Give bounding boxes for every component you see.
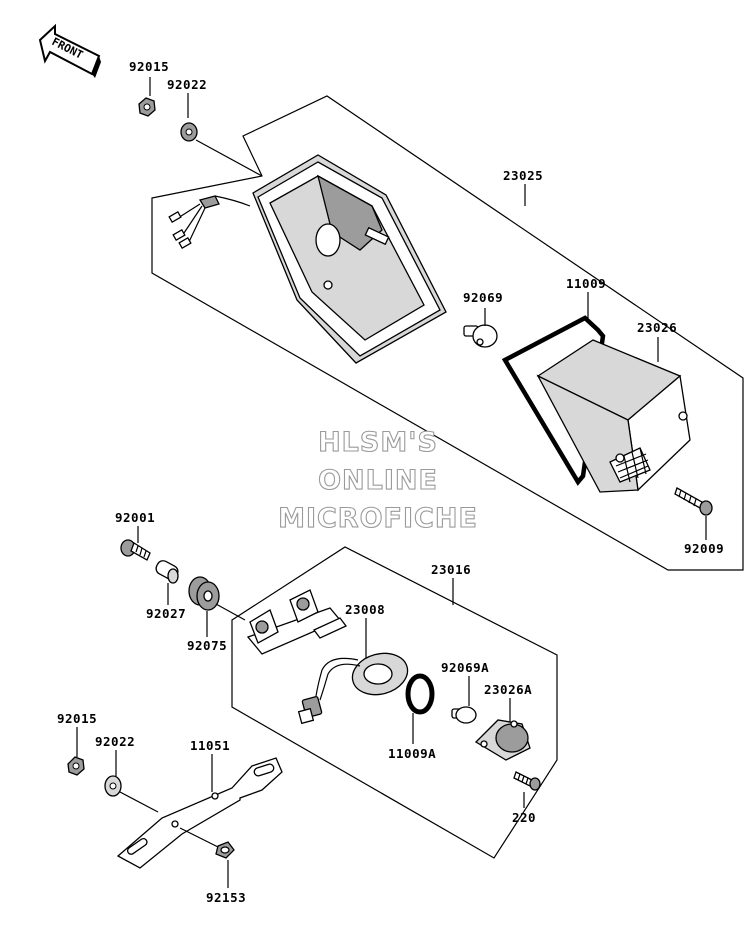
part-label-23008[interactable]: 23008 bbox=[345, 602, 385, 617]
screw-92009-icon bbox=[674, 487, 713, 516]
leader-line bbox=[195, 139, 263, 177]
watermark: HLSM'S ONLINE MICROFICHE bbox=[278, 426, 478, 534]
part-label-92075[interactable]: 92075 bbox=[187, 638, 227, 653]
washer-92022-top-icon bbox=[180, 122, 198, 142]
screw-220-icon bbox=[513, 771, 541, 791]
nut-92015-bottom-icon bbox=[67, 756, 85, 776]
lamp-holder-23008 bbox=[297, 652, 409, 725]
assembly-outline-23025 bbox=[151, 95, 744, 571]
lens-23026A-icon bbox=[474, 719, 531, 761]
collar-92027-icon bbox=[155, 560, 179, 584]
part-label-23025[interactable]: 23025 bbox=[503, 168, 543, 183]
license-light-bracket bbox=[246, 589, 348, 655]
part-label-220[interactable]: 220 bbox=[512, 810, 536, 825]
bulb-icon bbox=[463, 324, 498, 348]
part-label-92015-top[interactable]: 92015 bbox=[129, 59, 169, 74]
part-label-11051[interactable]: 11051 bbox=[190, 738, 230, 753]
watermark-line-3: MICROFICHE bbox=[278, 503, 478, 534]
leader-line bbox=[215, 603, 246, 621]
part-label-23026[interactable]: 23026 bbox=[637, 320, 677, 335]
part-label-11009A[interactable]: 11009A bbox=[388, 746, 436, 761]
grommet-92075-icon bbox=[188, 576, 220, 611]
watermark-line-2: ONLINE bbox=[318, 465, 438, 496]
part-label-92069A[interactable]: 92069A bbox=[441, 660, 489, 675]
watermark-line-1: HLSM'S bbox=[318, 427, 438, 458]
tail-lens bbox=[536, 339, 691, 493]
part-label-11009[interactable]: 11009 bbox=[566, 276, 606, 291]
assembly-outline-23016 bbox=[231, 546, 558, 859]
part-label-92015-bottom[interactable]: 92015 bbox=[57, 711, 97, 726]
nut-92015-top-icon bbox=[138, 97, 156, 117]
part-label-92001[interactable]: 92001 bbox=[115, 510, 155, 525]
part-label-92027[interactable]: 92027 bbox=[146, 606, 186, 621]
gasket-ring-11009A-icon bbox=[405, 673, 435, 715]
part-label-23026A[interactable]: 23026A bbox=[484, 682, 532, 697]
bulb-92069A-icon bbox=[451, 706, 477, 724]
leader-line bbox=[119, 791, 159, 813]
license-bracket-11051 bbox=[116, 757, 283, 869]
front-arrow-icon: FRONT bbox=[38, 23, 101, 78]
part-label-92009[interactable]: 92009 bbox=[684, 541, 724, 556]
part-label-92069[interactable]: 92069 bbox=[463, 290, 503, 305]
bolt-92001-icon bbox=[120, 539, 151, 561]
part-label-92022-bottom[interactable]: 92022 bbox=[95, 734, 135, 749]
bolt-92153-icon bbox=[179, 827, 235, 859]
leader-lines bbox=[76, 77, 707, 888]
part-label-23016[interactable]: 23016 bbox=[431, 562, 471, 577]
part-label-92153[interactable]: 92153 bbox=[206, 890, 246, 905]
tail-light-housing bbox=[168, 154, 447, 364]
part-label-92022-top[interactable]: 92022 bbox=[167, 77, 207, 92]
lens-gasket bbox=[501, 315, 606, 486]
washer-92022-bottom-icon bbox=[104, 775, 122, 797]
